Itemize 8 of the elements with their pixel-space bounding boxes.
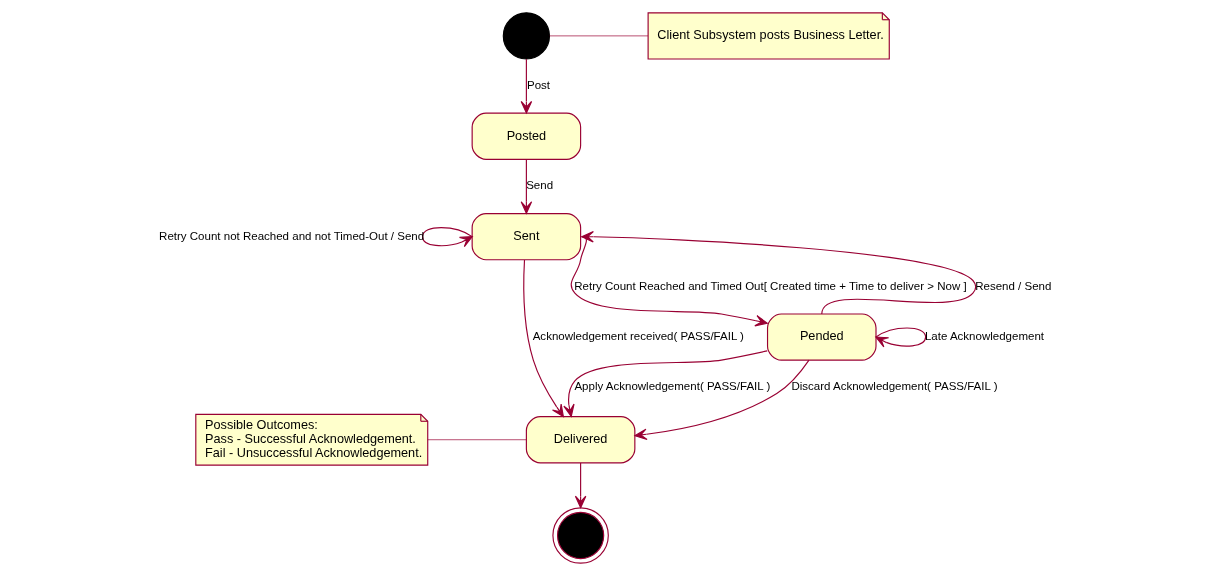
edge-label: Send — [526, 179, 554, 192]
edge-label: Discard Acknowledgement( PASS/FAIL ) — [791, 380, 998, 393]
edge-label: Resend / Send — [975, 279, 1052, 292]
edge-label: Retry Count Reached and Timed Out[ Created time + Time to deliver > Now ] — [574, 279, 967, 292]
edge-label: Late Acknowledgement — [924, 329, 1044, 342]
edge-label: Apply Acknowledgement( PASS/FAIL ) — [574, 380, 771, 393]
edge-label: Acknowledgement received( PASS/FAIL ) — [532, 329, 744, 342]
edge-label: Post — [526, 78, 551, 91]
